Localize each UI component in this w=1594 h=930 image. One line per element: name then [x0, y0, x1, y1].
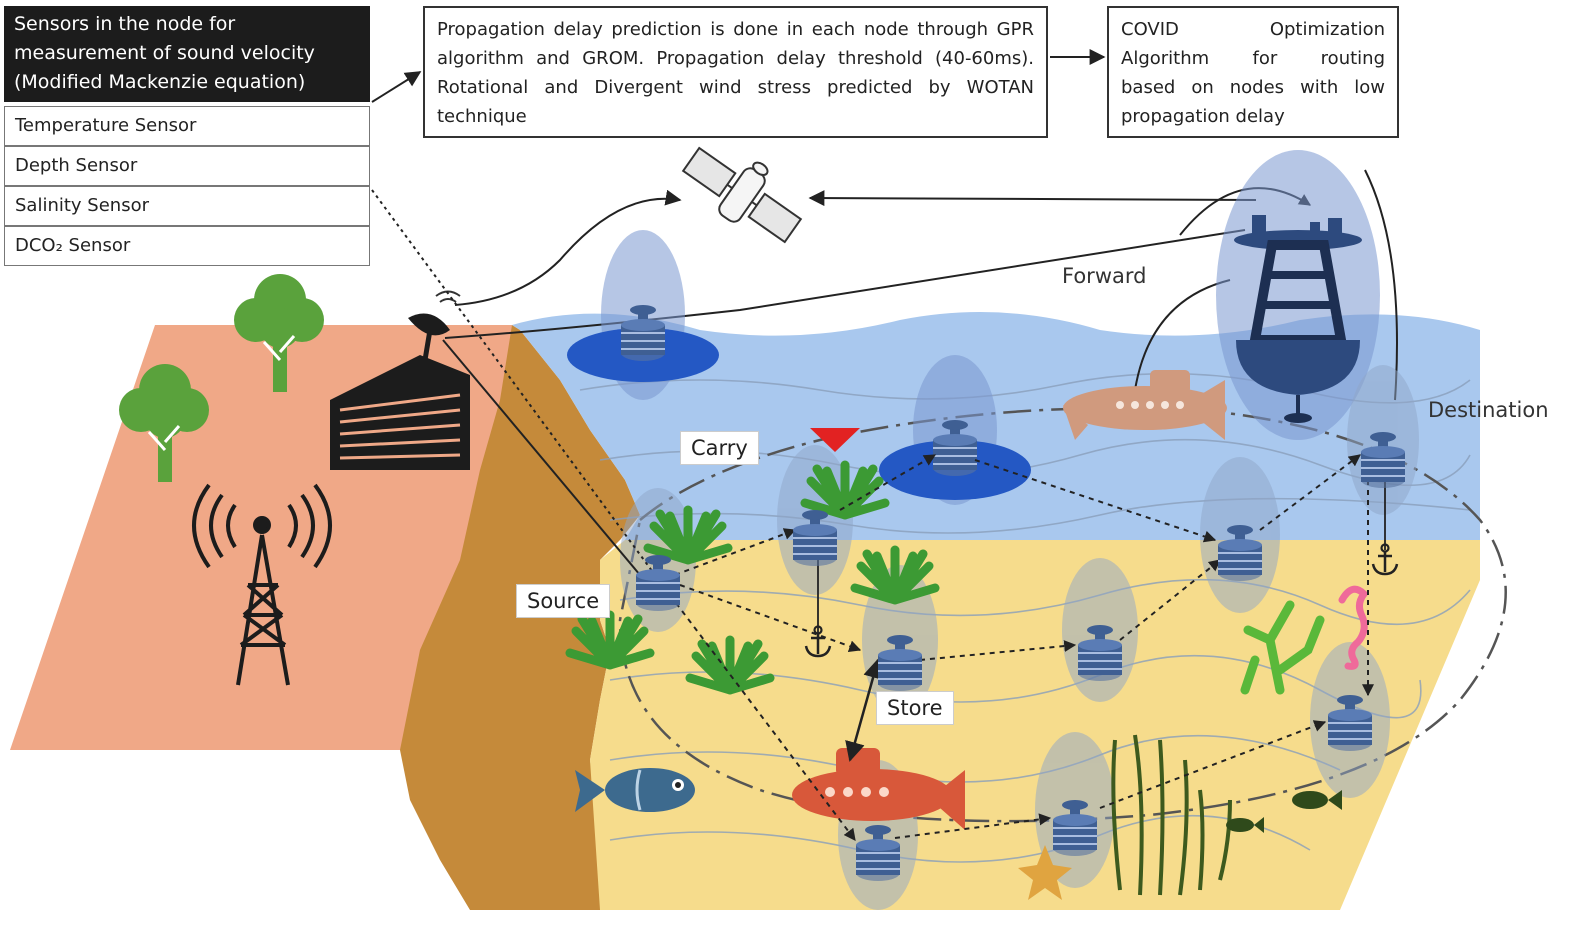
fish-icon — [1226, 790, 1342, 833]
submarine-icon — [792, 748, 965, 830]
sensor-header-line: Sensors in the node for — [14, 13, 236, 35]
optimization-line: Algorithm for routing — [1121, 48, 1385, 69]
sensor-panel-header: Sensors in the node for measurement of s… — [4, 6, 370, 102]
carry-label: Carry — [680, 431, 759, 465]
seaweed-icon — [648, 510, 728, 560]
coral-icon — [1240, 600, 1325, 695]
store-label: Store — [876, 691, 954, 725]
prediction-box: Propagation delay prediction is done in … — [423, 6, 1048, 138]
fish-icon — [575, 768, 695, 812]
starfish-icon — [1018, 845, 1072, 900]
cell-tower-icon — [192, 483, 332, 686]
seaweed-icon — [855, 550, 935, 600]
marker-icon — [810, 428, 860, 452]
building-icon — [330, 355, 470, 470]
submarine-icon — [1063, 370, 1227, 440]
sensor-row-salinity: Salinity Sensor — [4, 186, 370, 226]
seaweed-icon — [805, 465, 885, 515]
forward-label: Forward — [1062, 264, 1147, 288]
kelp-icon — [1111, 734, 1232, 896]
seaweed-icon — [690, 640, 770, 690]
optimization-box: COVID Optimization Algorithm for routing… — [1107, 6, 1399, 138]
sensor-row-depth: Depth Sensor — [4, 146, 370, 186]
routing-links — [371, 189, 1374, 841]
satellite-icon — [681, 146, 803, 244]
sensor-row-temperature: Temperature Sensor — [4, 106, 370, 146]
comm-links — [371, 49, 1398, 401]
source-label: Source — [516, 584, 611, 618]
optimization-line: based on nodes with low — [1121, 77, 1385, 98]
sensor-header-line: measurement of sound velocity — [14, 42, 315, 64]
mooring-lines — [817, 480, 1386, 635]
seahorse-icon — [1338, 585, 1369, 670]
seaweed-icon — [570, 615, 650, 665]
sensor-header-line: (Modified Mackenzie equation) — [14, 71, 306, 93]
dish-antenna-icon — [408, 290, 461, 361]
destination-label: Destination — [1428, 398, 1549, 422]
routing-loop — [618, 406, 1507, 823]
sensor-row-dco2: DCO₂ Sensor — [4, 226, 370, 266]
optimization-line: propagation delay — [1121, 106, 1285, 127]
carry-link — [442, 339, 641, 576]
optimization-line: COVID Optimization — [1121, 19, 1385, 40]
store-link — [845, 658, 883, 762]
buoy-tower-icon — [1216, 150, 1380, 440]
